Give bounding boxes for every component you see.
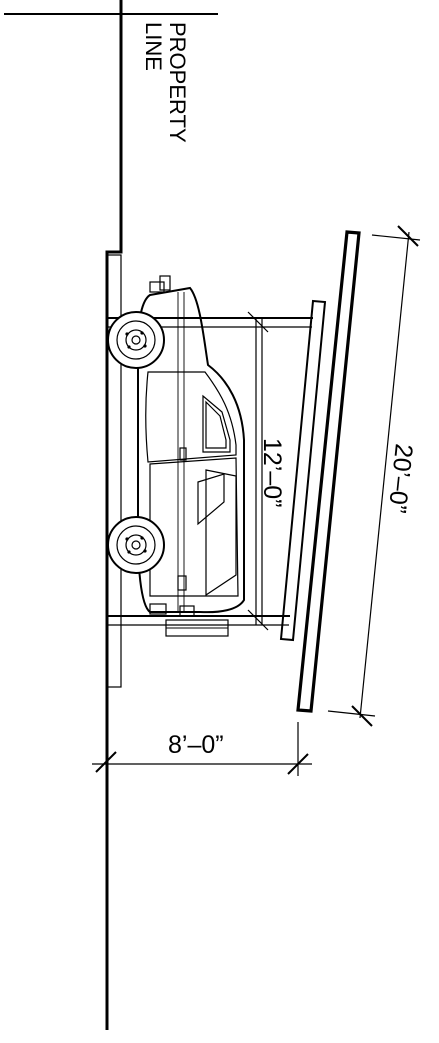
dimension-12ft-label: 12’–0” bbox=[258, 438, 286, 508]
property-line-label-2: LINE bbox=[141, 22, 166, 71]
vehicle bbox=[107, 275, 245, 637]
property-line bbox=[4, 0, 218, 1030]
dimension-20ft bbox=[327, 225, 421, 727]
carport-roof-edge bbox=[296, 230, 361, 713]
dimension-8ft-label: 8’–0” bbox=[168, 731, 224, 759]
dimension-8ft bbox=[92, 722, 312, 776]
rear-wheel bbox=[107, 516, 165, 574]
front-wheel bbox=[107, 311, 165, 369]
property-line-label: PROPERTY LINE bbox=[141, 22, 190, 143]
property-line-label-1: PROPERTY bbox=[165, 22, 190, 143]
curb-strip bbox=[106, 254, 122, 688]
dimension-20ft-label: 20’–0” bbox=[383, 442, 418, 514]
carport-beam bbox=[279, 299, 327, 642]
